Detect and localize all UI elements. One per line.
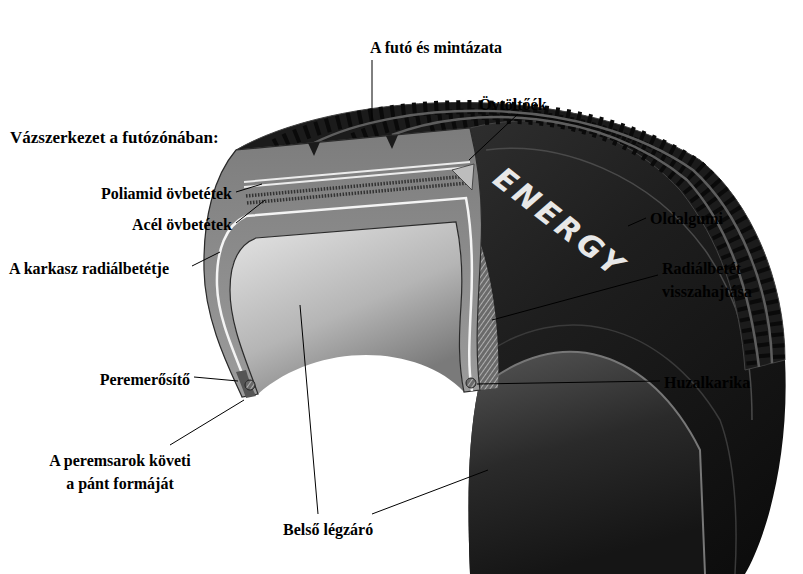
part-label: Oldalgumi [650,207,723,230]
leader-line [372,60,373,120]
tread-notch [386,135,398,149]
part-label: Acél övbetétek [132,213,232,236]
steel-belt [246,176,468,196]
leader-line [194,377,238,381]
belt-wedge [452,164,474,190]
sidewall-line [484,325,736,574]
part-label: Peremerősítő [100,368,190,391]
carcass-ply [217,198,472,394]
bead-wire [466,378,476,388]
polyamide-belt [244,167,470,187]
leader-line [628,218,646,226]
part-label: Belső légzáró [283,518,373,541]
part-label: A karkasz radiálbetétje [9,257,169,280]
part-label: Övtöltőék [479,93,547,116]
leader-line [300,305,318,514]
leader-line [492,275,658,320]
part-label: A peremsarok követi a pánt formáját [45,449,195,495]
part-label: Radiálbetét visszahajtása [662,257,792,303]
leader-line [477,381,660,384]
leader-line [469,114,518,160]
polyamide-belt [244,162,470,182]
part-label: Poliamid övbetétek [101,182,232,205]
bead-reinforcement [236,370,256,398]
leader-line [170,400,244,445]
leader-line [372,470,488,514]
leader-line [236,200,265,223]
leader-line [236,184,262,192]
part-label: A futó és mintázata [370,36,502,59]
tread-notch [308,142,320,156]
inner-liner [230,222,464,394]
part-label: Huzalkarika [664,371,750,394]
leader-line [192,252,220,266]
bead-wire [245,380,255,390]
tire-cross-section [204,128,482,397]
group-heading: Vázszerkezet a futózónában: [10,126,219,151]
